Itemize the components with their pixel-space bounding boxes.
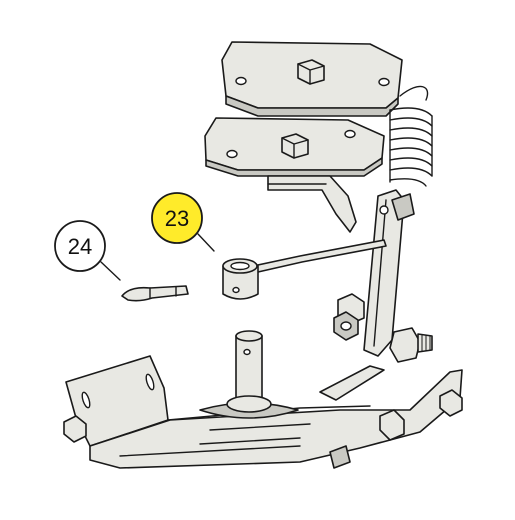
callout-23-number: 23 [165,206,189,231]
upper-mounting-plate[interactable] [221,41,403,117]
part-23-lever-collar[interactable] [222,258,259,300]
callout-24-number: 24 [68,234,92,259]
threaded-bolt[interactable] [389,327,433,363]
mounting-bracket[interactable] [267,175,357,233]
base-plate[interactable] [63,355,463,469]
hex-nut-side[interactable] [333,293,365,341]
return-spring[interactable] [389,85,433,187]
vertical-shaft[interactable] [235,330,263,405]
callout-24-circle [54,220,106,272]
callout-23-circle [151,192,203,244]
lower-mounting-plate[interactable] [204,117,385,177]
control-rod[interactable] [243,239,387,401]
callout-23[interactable]: 23 [151,192,215,252]
callout-24[interactable]: 24 [54,220,121,281]
part-24-key-pin[interactable] [121,285,189,302]
